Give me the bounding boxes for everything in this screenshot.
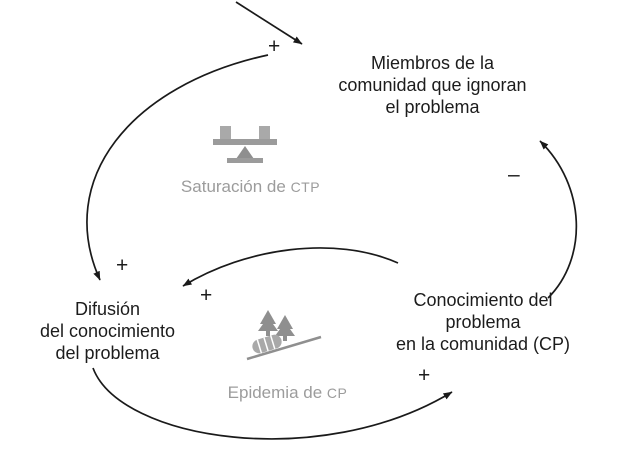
sign-diffusion-to-knowledge: + <box>418 364 431 387</box>
loop-label-epidemic: Epidemia de CP <box>205 383 370 403</box>
node-knowledge-line: en la comunidad (CP) <box>395 334 571 354</box>
node-knowledge-line: Conocimiento del <box>413 290 553 310</box>
node-diffusion-line: del problema <box>55 343 160 363</box>
loop-label-epidemic-acronym: CP <box>326 385 348 401</box>
loop-label-saturation: Saturación de CTP <box>158 177 343 197</box>
loop-label-saturation-text: Saturación de <box>180 177 291 196</box>
arrow-external-to-members <box>235 1 303 45</box>
arrow-diffusion-to-knowledge <box>92 367 453 440</box>
node-knowledge-line: problema <box>445 312 521 332</box>
node-knowledge: Conocimiento del problema en la comunida… <box>373 289 593 355</box>
balance-scale-icon <box>213 126 277 163</box>
arrow-knowledge-to-diffusion <box>182 247 399 287</box>
node-members-line: comunidad que ignoran <box>338 75 527 95</box>
sign-members-to-diffusion: + <box>116 254 129 277</box>
epidemic-icon <box>246 310 322 361</box>
node-members-line: Miembros de la <box>370 53 495 73</box>
node-members: Miembros de la comunidad que ignoran el … <box>310 52 555 118</box>
sign-knowledge-to-members: – <box>508 163 520 186</box>
rolling-log-icon <box>252 334 282 354</box>
arrow-knowledge-to-members <box>539 140 578 299</box>
node-diffusion-line: del conocimiento <box>39 321 176 341</box>
sign-knowledge-to-diffusion: + <box>200 284 213 307</box>
arrow-members-to-diffusion <box>86 54 269 281</box>
node-members-line: el problema <box>385 97 480 117</box>
loop-label-epidemic-text: Epidemia de <box>227 383 327 402</box>
node-diffusion-line: Difusión <box>74 299 141 319</box>
pine-tree-icon <box>258 310 278 336</box>
sign-external-to-members: + <box>268 35 281 58</box>
pine-tree-icon <box>275 315 295 341</box>
loop-label-saturation-acronym: CTP <box>290 179 321 195</box>
node-diffusion: Difusión del conocimiento del problema <box>15 298 200 364</box>
